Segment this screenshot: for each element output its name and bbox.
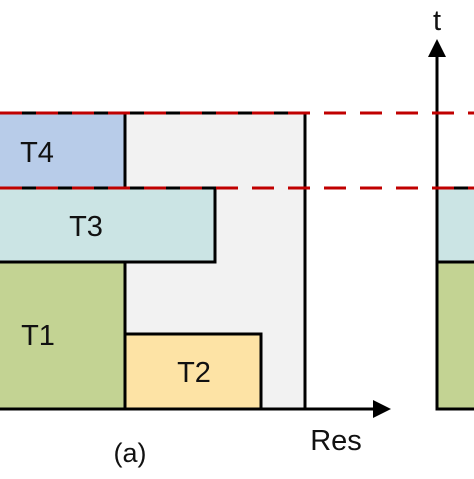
task-t3-box bbox=[0, 186, 217, 264]
task-t4-box bbox=[0, 111, 127, 190]
panel-label: (a) bbox=[114, 438, 147, 468]
task-t2-box bbox=[123, 332, 263, 411]
task-t2-label: T2 bbox=[177, 357, 211, 389]
task-t1-box bbox=[0, 260, 127, 411]
x-axis-label: Res bbox=[310, 425, 362, 457]
task-t4-label: T4 bbox=[20, 137, 54, 169]
right-panel-t3-fill bbox=[435, 186, 474, 264]
task-t3-label: T3 bbox=[69, 211, 103, 243]
y-axis-label: t bbox=[433, 5, 441, 37]
task-t1-label: T1 bbox=[21, 320, 55, 352]
right-panel-t1-fill bbox=[435, 260, 474, 411]
